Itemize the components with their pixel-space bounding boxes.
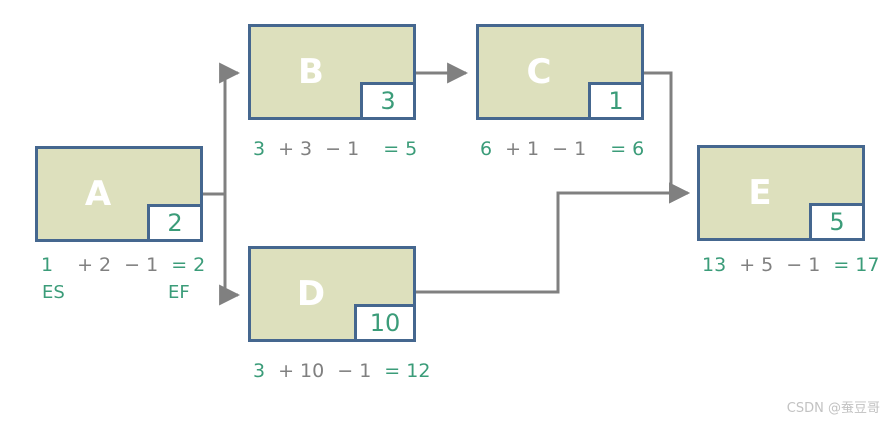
task-duration-b: 3 <box>360 82 416 120</box>
task-node-b[interactable]: B 3 <box>248 24 416 120</box>
ef-label-a: EF <box>168 282 190 303</box>
task-a-minus: − 1 <box>124 254 159 276</box>
task-duration-a: 2 <box>147 204 203 242</box>
task-e-es: 13 <box>702 254 727 276</box>
task-node-c[interactable]: C 1 <box>476 24 644 120</box>
task-b-plus: + 3 <box>278 138 313 160</box>
task-d-es: 3 <box>253 360 266 382</box>
task-a-plus: + 2 <box>77 254 112 276</box>
es-label-a: ES <box>42 282 65 303</box>
task-calc-b: 3 + 3 − 1 = 5 <box>253 138 418 160</box>
task-e-plus: + 5 <box>739 254 774 276</box>
edge-d-to-e <box>415 182 691 294</box>
task-a-es: 1 <box>41 254 54 276</box>
task-calc-d: 3 + 10 − 1 = 12 <box>253 360 431 382</box>
task-duration-e: 5 <box>809 203 865 241</box>
task-b-es: 3 <box>253 138 266 160</box>
task-duration-d: 10 <box>354 304 416 342</box>
task-letter-e: E <box>748 173 772 213</box>
task-letter-b: B <box>298 52 324 92</box>
task-c-plus: + 1 <box>505 138 540 160</box>
task-node-d[interactable]: D 10 <box>248 246 416 342</box>
task-d-plus: + 10 <box>278 360 325 382</box>
edge-a-to-d <box>219 194 241 306</box>
task-d-minus: − 1 <box>337 360 372 382</box>
task-a-result: = 2 <box>171 254 206 276</box>
task-letter-d: D <box>296 274 326 314</box>
task-c-result: = 6 <box>610 138 645 160</box>
task-letter-c: C <box>526 52 552 92</box>
es-text: ES <box>42 282 65 303</box>
task-node-a[interactable]: A 2 <box>35 146 203 242</box>
task-c-minus: − 1 <box>552 138 587 160</box>
task-calc-e: 13 + 5 − 1 = 17 <box>702 254 880 276</box>
watermark: CSDN @蚕豆哥 <box>786 401 880 416</box>
task-b-result: = 5 <box>383 138 418 160</box>
task-node-e[interactable]: E 5 <box>697 145 865 241</box>
task-calc-a: 1 + 2 − 1 = 2 <box>41 254 206 276</box>
task-e-minus: − 1 <box>786 254 821 276</box>
task-duration-c: 1 <box>588 82 644 120</box>
task-c-es: 6 <box>480 138 493 160</box>
edge-c-to-e <box>642 71 691 204</box>
task-b-minus: − 1 <box>325 138 360 160</box>
task-calc-c: 6 + 1 − 1 = 6 <box>480 138 645 160</box>
task-e-result: = 17 <box>833 254 880 276</box>
ef-text: EF <box>168 282 190 303</box>
edge-a-to-b <box>203 62 241 196</box>
task-d-result: = 12 <box>384 360 431 382</box>
task-letter-a: A <box>84 174 112 214</box>
